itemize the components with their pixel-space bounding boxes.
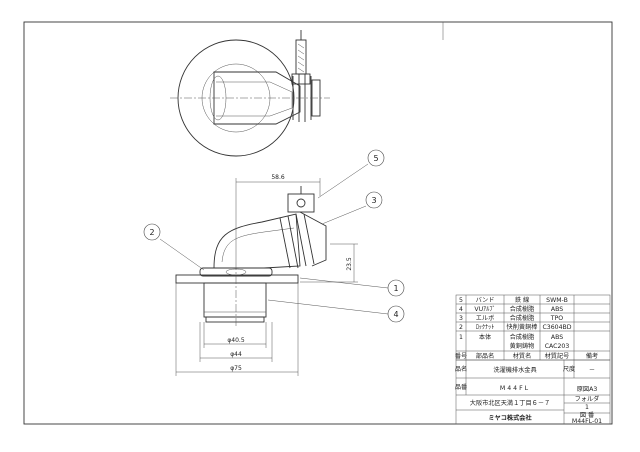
screw-head (296, 198, 306, 208)
elbow-top-inner (216, 81, 293, 117)
row2-material: 快削黄銅棒 (507, 323, 539, 331)
balloon-5 (367, 149, 385, 167)
hinban-label: 品番 (455, 384, 467, 391)
zuban-label: 図 番 (580, 412, 594, 419)
band-screw-top (295, 39, 307, 75)
shaku-label: 尺度 (563, 365, 575, 373)
genzu-text: 原図A3 (577, 386, 598, 393)
band-screw-side (287, 193, 315, 213)
row5-code: SWM-B (546, 297, 568, 304)
balloon-2 (143, 223, 161, 241)
thread (297, 61, 305, 67)
hinban-value: M44FL (500, 385, 530, 392)
groove-side (279, 217, 291, 269)
row1-material2: 黄銅鋳物 (510, 342, 535, 350)
hin-value: 洗濯機排水金具 (493, 366, 536, 374)
elbow-side-end (299, 211, 327, 267)
row2-name: ﾛｯｸﾅｯﾄ (476, 324, 495, 331)
balloon-5-label: 5 (373, 154, 378, 163)
groove-side (303, 213, 315, 265)
zuban-value: M44FL-01 (572, 418, 602, 425)
company-name: ミヤコ株式会社 (488, 414, 532, 422)
groove-side (295, 213, 307, 267)
row1-name: 本体 (479, 333, 492, 341)
row4-name: VUｱﾙﾌﾞ (474, 306, 495, 313)
balloon-1-label: 1 (393, 284, 398, 293)
header-no: 番号 (455, 353, 467, 360)
header-material: 材質名 (513, 352, 532, 360)
band-clamp (291, 73, 311, 85)
folder-value: 1 (585, 404, 589, 411)
dimensions: 58.6 23.5 φ40.5 φ44 φ75 (175, 174, 358, 376)
leader-5 (317, 163, 369, 199)
balloon-3-label: 3 (371, 196, 376, 205)
parts-table: 5 バンド 鉄 線 SWM-B 4 VUｱﾙﾌﾞ 合成樹脂 ABS 3 エルボ … (455, 294, 611, 361)
header-note: 備考 (586, 352, 598, 360)
elbow-top-body (213, 71, 301, 125)
row5-name: バンド (476, 297, 495, 304)
balloon-3 (365, 191, 383, 209)
dim-width-text: 58.6 (271, 174, 285, 181)
shaku-value: － (589, 367, 595, 374)
row1-material: 合成樹脂 (510, 333, 535, 341)
row2-no: 2 (459, 324, 463, 331)
row3-no: 3 (459, 315, 463, 322)
row3-name: エルボ (476, 314, 495, 322)
header-name: 部品名 (476, 352, 495, 360)
hin-label: 品名 (455, 365, 467, 373)
folder-label: フォルダ (575, 395, 600, 403)
thread (297, 55, 305, 61)
address-text: 大阪市北区天満１丁目６－７ (470, 399, 550, 407)
row4-code: ABS (551, 306, 563, 313)
thread (297, 49, 305, 55)
header-code: 材質記号 (545, 352, 570, 360)
drawing-frame (23, 21, 613, 425)
groove-side (287, 215, 299, 269)
elbow-side (213, 213, 301, 269)
balloon-4 (387, 305, 405, 323)
row3-material: 合成樹脂 (510, 314, 535, 322)
row1-no: 1 (459, 334, 463, 341)
title-block: 品名 洗濯機排水金具 尺度 － 品番 M44FL 原図A3 大阪市北区天満１丁目… (455, 359, 611, 425)
balloons: 2 5 3 1 4 (143, 149, 405, 323)
top-view (170, 30, 330, 157)
leader-3 (321, 205, 367, 225)
row2-code: C3604BD (542, 324, 571, 331)
leader-2 (159, 238, 205, 271)
body-bottom (205, 316, 265, 323)
row4-material: 合成樹脂 (510, 305, 535, 313)
row1-code2: CAC203 (545, 343, 570, 350)
dim-dia3-text: φ75 (230, 365, 242, 372)
thread (297, 43, 305, 49)
dim-height-text: 23.5 (346, 257, 353, 271)
dim-dia1-text: φ40.5 (227, 337, 245, 344)
row4-no: 4 (459, 306, 463, 313)
side-view (175, 186, 327, 328)
row3-code: TPO (550, 315, 564, 322)
thread (297, 67, 305, 73)
balloon-4-label: 4 (393, 310, 398, 319)
row1-code: ABS (551, 334, 563, 341)
balloon-1 (387, 279, 405, 297)
dim-dia2-text: φ44 (230, 351, 242, 358)
row5-material: 鉄 線 (515, 296, 529, 304)
row5-no: 5 (459, 297, 463, 304)
balloon-2-label: 2 (149, 228, 154, 237)
leader-1 (299, 277, 389, 289)
title-border (455, 359, 611, 425)
leader-4 (267, 299, 389, 315)
